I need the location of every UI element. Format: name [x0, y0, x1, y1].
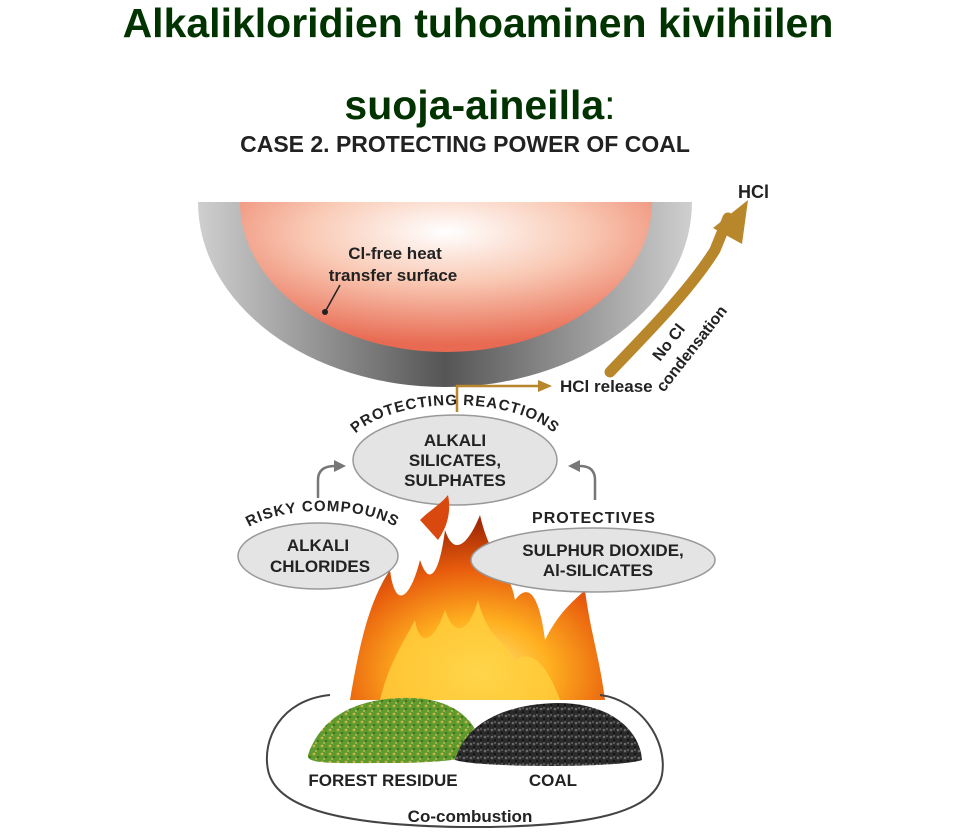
sulphur-dioxide-line-1: SULPHUR DIOXIDE, [522, 541, 684, 560]
hcl-top-label: HCl [738, 182, 769, 202]
alkali-silicates-line-3: SULPHATES [404, 471, 506, 490]
surface-label-line-1: Cl-free heat [348, 244, 442, 263]
coal-label: COAL [529, 771, 577, 790]
alkali-chlorides-ellipse [238, 523, 398, 589]
case-title: CASE 2. PROTECTING POWER OF COAL [240, 131, 690, 157]
alkali-chlorides-line-1: ALKALI [287, 536, 349, 555]
forest-residue-label: FOREST RESIDUE [308, 771, 457, 790]
right-arrowhead [568, 460, 580, 472]
alkali-chlorides-line-2: CHLORIDES [270, 557, 370, 576]
hcl-release-label: HCl release [560, 377, 653, 396]
alkali-silicates-line-1: ALKALI [424, 431, 486, 450]
sulphur-dioxide-ellipse [471, 528, 715, 592]
protectives-label: PROTECTIVES [532, 510, 656, 527]
coal-pile [455, 703, 642, 766]
alkali-silicates-line-2: SILICATES, [409, 451, 501, 470]
surface-label-line-2: transfer surface [329, 266, 458, 285]
left-arrowhead [334, 460, 346, 472]
forest-residue-pile [308, 698, 481, 763]
sulphur-dioxide-line-2: Al-SILICATES [543, 561, 653, 580]
co-combustion-label: Co-combustion [408, 807, 533, 826]
